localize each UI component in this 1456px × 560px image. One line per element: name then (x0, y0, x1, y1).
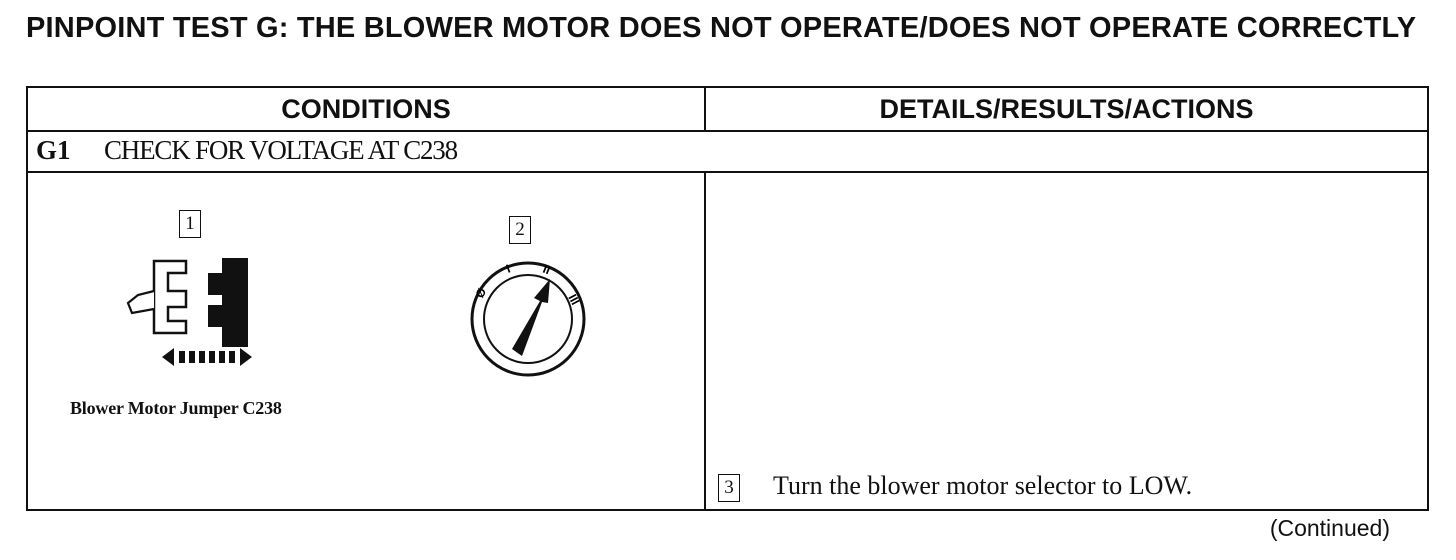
details-cell: 3 Turn the blower motor selector to LOW. (707, 171, 1427, 509)
action-text: Turn the blower motor selector to LOW. (773, 471, 1193, 500)
step-body-row: 1 Blower Motor Jumper C238 2 (28, 171, 1427, 509)
step-id: G1 (36, 135, 71, 165)
pinpoint-test-table: CONDITIONS DETAILS/RESULTS/ACTIONS G1 CH… (26, 86, 1429, 511)
conditions-header: CONDITIONS (28, 88, 706, 130)
continued-note: (Continued) (1269, 515, 1390, 541)
table-header-row: CONDITIONS DETAILS/RESULTS/ACTIONS (28, 88, 1427, 132)
step-row-g1: G1 CHECK FOR VOLTAGE AT C238 (28, 130, 1427, 173)
connector-jumper-icon (126, 258, 252, 366)
dial-position-low: I (504, 262, 512, 276)
step-title: CHECK FOR VOLTAGE AT C238 (104, 135, 458, 165)
blower-selector-dial-icon: Ø I II III (470, 261, 586, 377)
action-number: 3 (718, 474, 740, 502)
conditions-cell: 1 Blower Motor Jumper C238 2 (28, 171, 706, 509)
page-title: PINPOINT TEST G: THE BLOWER MOTOR DOES N… (26, 12, 1417, 44)
figure-1-caption: Blower Motor Jumper C238 (70, 398, 282, 418)
details-results-actions-header: DETAILS/RESULTS/ACTIONS (879, 93, 1254, 124)
dial-position-medium: II (541, 262, 552, 277)
figure-1-number: 1 (179, 210, 201, 238)
figure-2-number: 2 (509, 216, 531, 244)
